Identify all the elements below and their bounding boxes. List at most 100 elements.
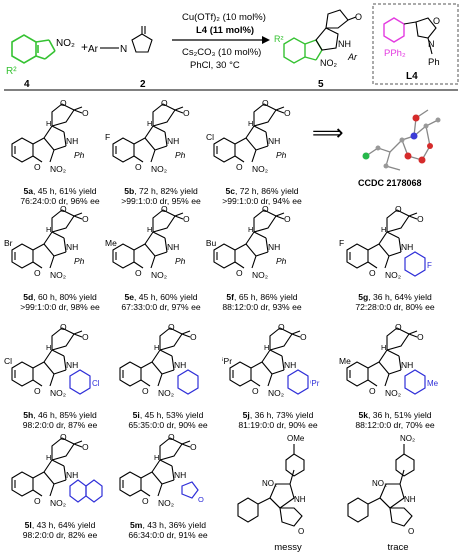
aryl-ring-structure <box>287 369 309 395</box>
substituent-label: Cl <box>4 356 12 366</box>
oxygen-label: O <box>82 332 89 342</box>
oxygen-label: O <box>161 204 168 214</box>
oxygen-label: O <box>60 322 67 332</box>
caption-line1: 5h, 46 h, 85% yield <box>4 410 116 421</box>
oxygen-label: O <box>34 162 41 172</box>
h-label: H <box>381 343 386 352</box>
caption-line1: 5g, 36 h, 64% yield <box>339 292 451 303</box>
aryl-ring-structure <box>181 481 199 499</box>
oxygen-label: O <box>82 108 89 118</box>
h-label: H <box>46 343 51 352</box>
reactant-4-label: 4 <box>24 79 30 90</box>
phenyl-label: Ph <box>276 150 287 160</box>
condition-1: Cu(OTf)₂ (10 mol%) <box>182 12 266 23</box>
product-entry: OONHNO₂OHᵗBuPh5f, 65 h, 86% yield88:12:0… <box>204 202 318 312</box>
oxygen-label: O <box>369 386 376 396</box>
substituent-label: F <box>339 238 344 248</box>
h-label: H <box>154 343 159 352</box>
reactant-2-label: 2 <box>140 79 146 90</box>
ligand-label: L4 <box>406 71 418 82</box>
compound-id: 5f <box>226 292 235 302</box>
no2-label: NO₂ <box>158 498 174 508</box>
h-label: H <box>46 119 51 128</box>
compound-id: 5b <box>124 186 135 196</box>
product-5-no2: NO₂ <box>320 58 338 68</box>
substituent-label: F <box>105 132 110 142</box>
compound-id: 5j <box>242 410 250 420</box>
nh-label: NH <box>401 242 413 252</box>
xray-structure-image <box>362 109 441 171</box>
oxygen-label: O <box>168 432 175 442</box>
time-yield: , 36 h, 64% yield <box>368 292 432 302</box>
reaction-scheme: NO₂ R² 4 + Ar N 2 Cu(OTf)₂ (10 mol%) L4 … <box>4 3 459 91</box>
product-5-r2: R² <box>274 34 284 44</box>
h-label: H <box>381 225 386 234</box>
aryl-substituent-label: F <box>427 261 432 270</box>
time-yield: , 36 h, 73% yield <box>249 410 314 420</box>
dr-ee: 76:24:0:0 dr, 96% ee <box>20 195 100 206</box>
h-label: H <box>248 119 253 128</box>
ligand-ph: Ph <box>428 57 440 68</box>
aryl-ring-structure <box>404 369 426 395</box>
caption-line1: 5i, 45 h, 53% yield <box>112 410 224 421</box>
oxygen-label: O <box>60 432 67 442</box>
compound-id: 5m <box>130 520 143 530</box>
oxygen-label: O <box>183 214 190 224</box>
time-yield: , 60 h, 80% yield <box>33 292 97 302</box>
ligand-pph2: PPh₂ <box>384 48 406 59</box>
compound-id: 5i <box>132 410 140 420</box>
ligand-box <box>372 3 459 85</box>
oxygen-label: O <box>190 332 197 342</box>
product-caption: 5b, 72 h, 82% yield>99:1:0:0 dr, 95% ee <box>105 186 217 206</box>
product-caption: 5d, 60 h, 80% yield>99:1:0:0 dr, 98% ee <box>4 292 116 312</box>
caption-line1: 5f, 65 h, 86% yield <box>206 292 318 303</box>
oxygen-label: O <box>34 268 41 278</box>
reactant-4-no2: NO₂ <box>56 38 75 49</box>
caption-line1: 5d, 60 h, 80% yield <box>4 292 116 303</box>
oxygen-label: O <box>183 108 190 118</box>
caption-line1: 5b, 72 h, 82% yield <box>105 186 217 197</box>
caption-line1: 5j, 36 h, 73% yield <box>222 410 334 421</box>
nh-label: NH <box>174 360 186 370</box>
xray-arrow: ⟹ <box>312 120 344 145</box>
oxygen-label: O <box>417 214 424 224</box>
condition-2: L4 (11 mol%) <box>196 25 254 36</box>
compound-id: 5k <box>358 410 368 420</box>
nh-label: NH <box>66 242 78 252</box>
caption-line1: 5e, 45 h, 60% yield <box>105 292 217 303</box>
no2-label: NO₂ <box>50 164 66 174</box>
compound-id: 5e <box>124 292 134 302</box>
reaction-arrowhead <box>262 36 270 44</box>
substituent-label: Br <box>4 238 13 248</box>
no2-label: NO₂ <box>262 479 277 488</box>
failed-caption: trace <box>387 542 409 553</box>
time-yield: , 45 h, 61% yield <box>33 186 97 196</box>
no2-label: NO₂ <box>268 388 284 398</box>
dr-ee: 98:2:0:0 dr, 87% ee <box>22 419 98 430</box>
aryl-substituent-label: Me <box>427 379 439 388</box>
nh-label: NH <box>268 136 280 146</box>
compound-id: 5l <box>24 520 32 530</box>
caption-line1: 5c, 72 h, 86% yield <box>206 186 318 197</box>
no2-label: NO₂ <box>158 388 174 398</box>
oxygen-label: O <box>395 204 402 214</box>
dr-ee: 81:19:0:0 dr, 90% ee <box>238 419 318 430</box>
